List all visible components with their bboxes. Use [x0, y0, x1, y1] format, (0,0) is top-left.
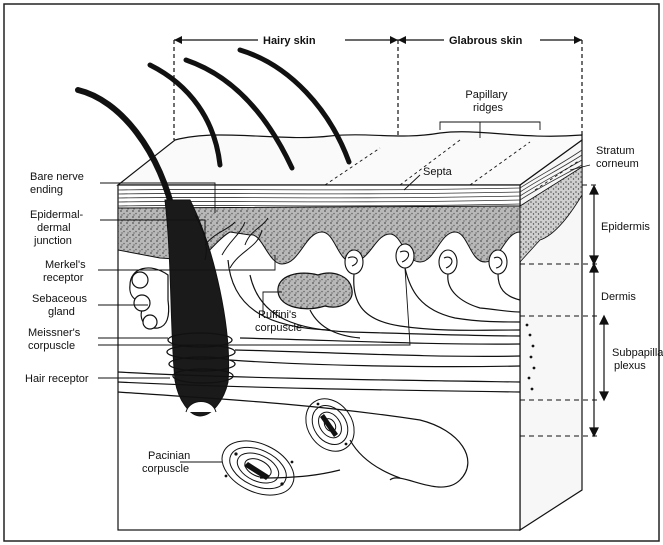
ruffini-corpuscle: [278, 273, 352, 309]
label-papillary-ridges: Papillary ridges: [465, 89, 510, 114]
arrow-mid-right-head: [398, 36, 406, 44]
label-septa: Septa: [423, 166, 453, 178]
arrow-left-head: [174, 36, 182, 44]
label-epidermis: Epidermis: [601, 221, 650, 233]
label-merkels-receptor: Merkel's receptor: [43, 259, 89, 284]
label-epidermal-dermal-junction: Epidermal- dermal junction: [30, 209, 86, 247]
label-hair-receptor: Hair receptor: [25, 373, 89, 385]
arrow-mid-left-head: [390, 36, 398, 44]
label-dermis: Dermis: [601, 291, 636, 303]
hairy-skin-label: Hairy skin: [263, 35, 316, 47]
glabrous-skin-label: Glabrous skin: [449, 35, 523, 47]
label-sebaceous-gland: Sebaceous gland: [32, 293, 90, 318]
label-pacinian-corpuscle: Pacinian corpuscle: [142, 450, 193, 475]
label-ruffinis-corpuscle: Ruffini's corpuscle: [255, 309, 302, 334]
arrow-right-head: [574, 36, 582, 44]
label-bare-nerve-ending: Bare nerve ending: [30, 171, 87, 196]
label-meissners-corpuscle: Meissner's corpuscle: [28, 327, 83, 352]
label-stratum-corneum: Stratum corneum: [596, 145, 639, 170]
label-subpapillary-plexus: Subpapillary plexus: [612, 347, 663, 372]
